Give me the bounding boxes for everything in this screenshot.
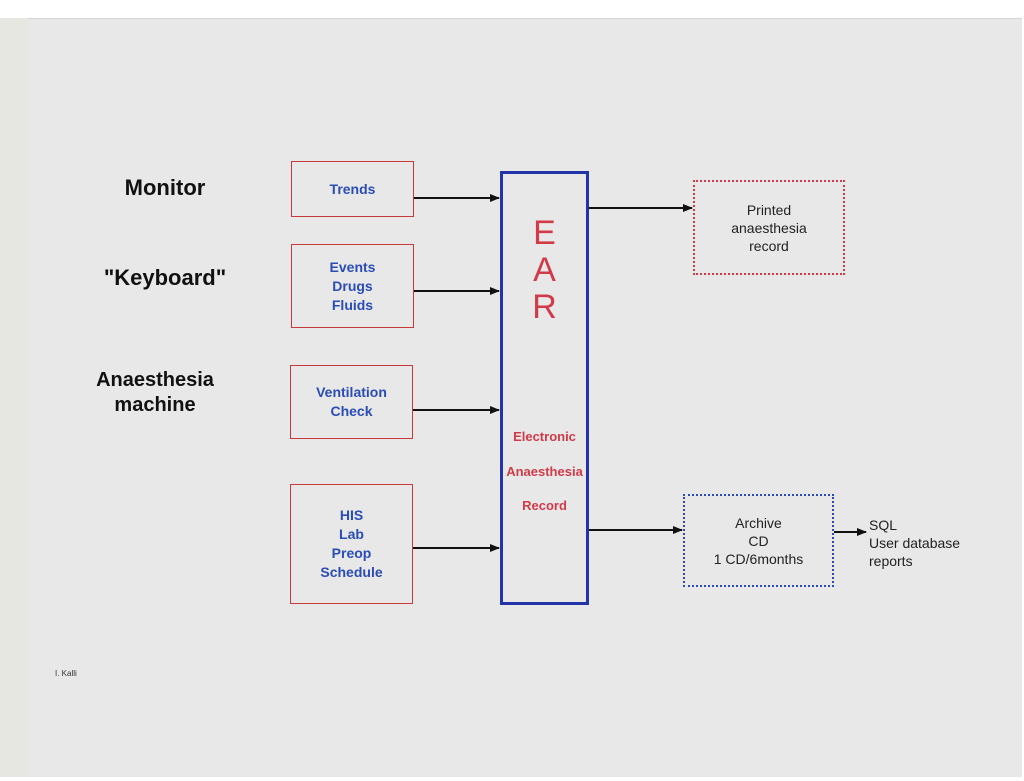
slide-left-edge (0, 18, 28, 776)
ear-letter-r: R (532, 288, 557, 326)
input-box-text: Events Drugs Fluids (329, 258, 376, 313)
output-printed-text: Printed anaesthesia record (731, 201, 807, 254)
sql-line: SQL (869, 517, 898, 533)
input-box-trends: Trends (291, 161, 414, 217)
input-box-his: HIS Lab Preop Schedule (290, 484, 413, 604)
ear-box: E A R Electronic Anaesthesia Record (500, 171, 589, 605)
output-archive-cd: Archive CD 1 CD/6months (683, 494, 834, 587)
author-credit: I. Kalli (55, 669, 77, 678)
output-printed-record: Printed anaesthesia record (693, 180, 845, 275)
ear-letter-a: A (533, 251, 556, 289)
source-keyboard: "Keyboard" (103, 265, 227, 290)
input-box-text: Trends (329, 180, 376, 197)
input-box-ventilation: Ventilation Check (290, 365, 413, 439)
slide-background (0, 18, 1022, 777)
ear-word-record: Record (522, 498, 567, 513)
sql-line: reports (869, 553, 913, 569)
sql-reports: SQL User database reports (869, 516, 960, 570)
input-box-events: Events Drugs Fluids (291, 244, 414, 328)
input-box-text: HIS Lab Preop Schedule (320, 507, 383, 580)
source-anaesthesia-machine: Anaesthesia machine (96, 369, 214, 416)
ear-word-anaesthesia: Anaesthesia (506, 464, 583, 479)
ear-word-electronic: Electronic (513, 429, 576, 444)
source-monitor: Monitor (124, 175, 206, 200)
sql-line: User database (869, 535, 961, 551)
ear-letter-e: E (533, 214, 556, 252)
input-box-text: Ventilation Check (316, 384, 387, 419)
output-archive-text: Archive CD 1 CD/6months (713, 514, 804, 567)
